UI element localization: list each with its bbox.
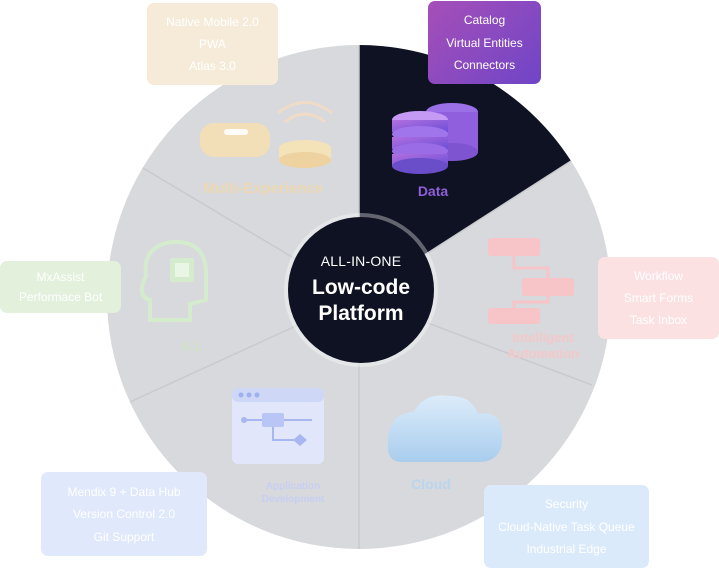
callout-multi-experience: Native Mobile 2.0 PWA Atlas 3.0 [147, 3, 278, 85]
callout-item: Workflow [633, 269, 684, 283]
center-title-line2: Platform [318, 302, 404, 325]
segment-label-app-development: Application Development [238, 480, 348, 506]
callout-item: Performace Bot [18, 289, 103, 304]
callout-item: Catalog [463, 13, 506, 28]
center-hub: ALL-IN-ONE Low-code Platform [288, 217, 434, 363]
segment-label-cloud: Cloud [411, 476, 451, 492]
center-kicker: ALL-IN-ONE [320, 253, 402, 269]
callout-data: Catalog Virtual Entities Connectors [428, 1, 541, 84]
head-chip-icon [139, 239, 208, 322]
callout-item: Native Mobile 2.0 [166, 15, 259, 29]
callout-item: Industrial Edge [526, 541, 607, 556]
callout-app-development: Mendix 9 + Data Hub Version Control 2.0 … [41, 472, 207, 556]
workflow-blocks-icon [488, 238, 574, 324]
callout-item: Connectors [453, 57, 516, 72]
callout-item: Task Inbox [629, 313, 688, 327]
segment-label-multi-experience: Multi-Experience [203, 180, 324, 197]
callout-item: Mendix 9 + Data Hub [67, 484, 181, 499]
segment-label-intelligent-automation-line1: Intelligent [512, 330, 574, 345]
callout-item: Version Control 2.0 [72, 507, 176, 521]
callout-item: Virtual Entities [446, 35, 523, 50]
cloud-icon [387, 395, 503, 462]
center-title-line1: Low-code [312, 276, 410, 299]
data-segment [359, 45, 571, 297]
segment-label-intelligent-automation-line2: Automation [506, 346, 580, 361]
segment-label-intelligent-automation: Intelligent Automation [488, 330, 598, 362]
vr-headset-wifi-icon [200, 101, 333, 168]
segment-label-data: Data [417, 183, 449, 199]
segment-label-app-development-line1: Application [265, 481, 321, 492]
callout-item: PWA [199, 37, 226, 51]
callout-item: Smart Forms [623, 291, 694, 305]
app-window-flow-icon [232, 388, 324, 464]
callout-item: Security [544, 497, 589, 512]
callout-item: Git Support [93, 529, 155, 544]
segment-label-ai: A.I. [181, 338, 203, 354]
callout-item: Atlas 3.0 [189, 59, 236, 73]
callout-ai: MxAssist Performace Bot [0, 261, 121, 313]
callout-intelligent-automation: Workflow Smart Forms Task Inbox [598, 257, 719, 339]
callout-item: Cloud-Native Task Queue [498, 519, 635, 534]
database-stack-icon [392, 103, 478, 174]
segment-label-app-development-line2: Development [261, 494, 325, 505]
callout-cloud: Security Cloud-Native Task Queue Industr… [484, 485, 649, 568]
callout-item: MxAssist [36, 270, 85, 285]
